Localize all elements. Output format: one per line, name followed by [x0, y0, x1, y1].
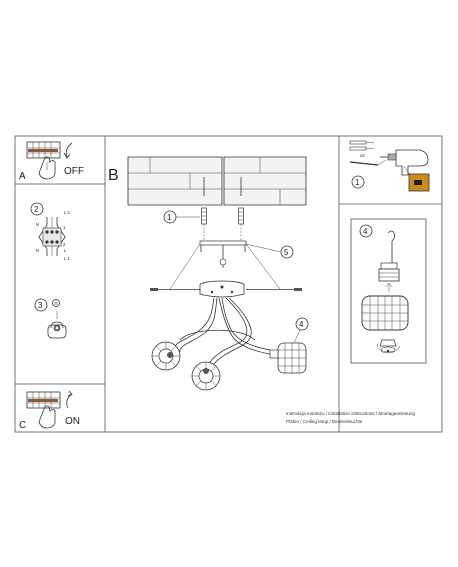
main-frame — [14, 135, 443, 433]
step-4-frame — [350, 218, 427, 364]
step-2-wiring: 2 L 2 N 1 2 N L 1 L — [30, 202, 70, 261]
caption-line-1: Instrukcja montażu / installation instru… — [286, 411, 415, 416]
hand-icon — [38, 156, 56, 180]
wire-label-l2: L 2 — [64, 210, 70, 215]
wire-label-l: L — [64, 248, 67, 253]
panel-a-label: OFF — [64, 166, 84, 177]
cage-shade-center-icon — [191, 361, 221, 391]
bulb-icon — [379, 339, 397, 354]
ground-icon — [52, 299, 60, 307]
anchor-quantity: x2 — [360, 153, 365, 158]
step-4-badge-b — [295, 317, 309, 331]
arrow-up-icon-bulb — [385, 282, 393, 292]
canopy-icon — [199, 280, 245, 298]
terminal-label-1: 1 — [63, 225, 66, 230]
step-3-earth: 3 — [34, 298, 67, 339]
terminal-block-icon — [38, 217, 66, 256]
step-1-number-b: 1 — [167, 213, 172, 222]
panel-c-switch-on: C ON — [19, 390, 80, 431]
step-4-number-b: 4 — [299, 320, 304, 329]
panel-b-assembly: B 1 — [108, 156, 415, 424]
side-screw-icon — [150, 288, 302, 291]
step-4-badge — [359, 224, 373, 238]
hand-icon-c — [38, 405, 56, 429]
step-1-number: 1 — [355, 178, 360, 187]
mounting-bracket-icon — [199, 240, 247, 268]
ground-terminal-icon — [47, 311, 67, 339]
wire-label-l1: L 1 — [64, 256, 70, 261]
step-5-number: 5 — [284, 248, 289, 257]
step-1-tools: x2 1 — [349, 140, 430, 192]
cage-shade-right-icon — [269, 342, 307, 374]
fuse-box-icon — [26, 141, 61, 159]
step-3-number: 3 — [38, 301, 43, 310]
arrow-down-icon — [65, 142, 73, 158]
caption-line-2: Plafon / Ceiling lamp / Deckenleuchte — [286, 419, 363, 424]
panel-c-label: ON — [65, 416, 80, 427]
wire-icon — [387, 230, 396, 263]
lamp-socket-icon — [378, 262, 400, 282]
panel-c-letter: C — [19, 420, 26, 431]
cage-shade-left-icon — [151, 341, 181, 371]
cage-shade-icon — [361, 295, 409, 331]
wire-label-n-bottom: N — [36, 248, 39, 253]
drill-icon — [380, 149, 430, 192]
ceiling-icon — [127, 156, 307, 206]
step-4-number: 4 — [363, 227, 368, 236]
step-1-badge — [351, 175, 365, 189]
step-4-bulb: 4 — [350, 218, 427, 364]
wire-label-n: N — [36, 222, 39, 227]
rotate-icon — [377, 343, 401, 353]
panel-a-letter: A — [19, 171, 26, 182]
drill-bit-icon — [349, 159, 387, 166]
wall-anchor-icon — [349, 140, 374, 151]
terminal-label-2: 2 — [63, 242, 66, 247]
step-3-badge — [34, 298, 48, 312]
panel-frames — [14, 135, 443, 433]
arrow-up-icon — [66, 393, 73, 409]
ceiling-screw-icon — [201, 177, 244, 240]
step-2-badge — [30, 202, 44, 216]
panel-a-switch-off: A OFF — [19, 141, 84, 182]
panel-b-letter: B — [108, 167, 119, 184]
fuse-box-icon-c — [26, 391, 61, 409]
step-2-number: 2 — [34, 205, 39, 214]
lamp-arms-icon — [174, 297, 279, 365]
